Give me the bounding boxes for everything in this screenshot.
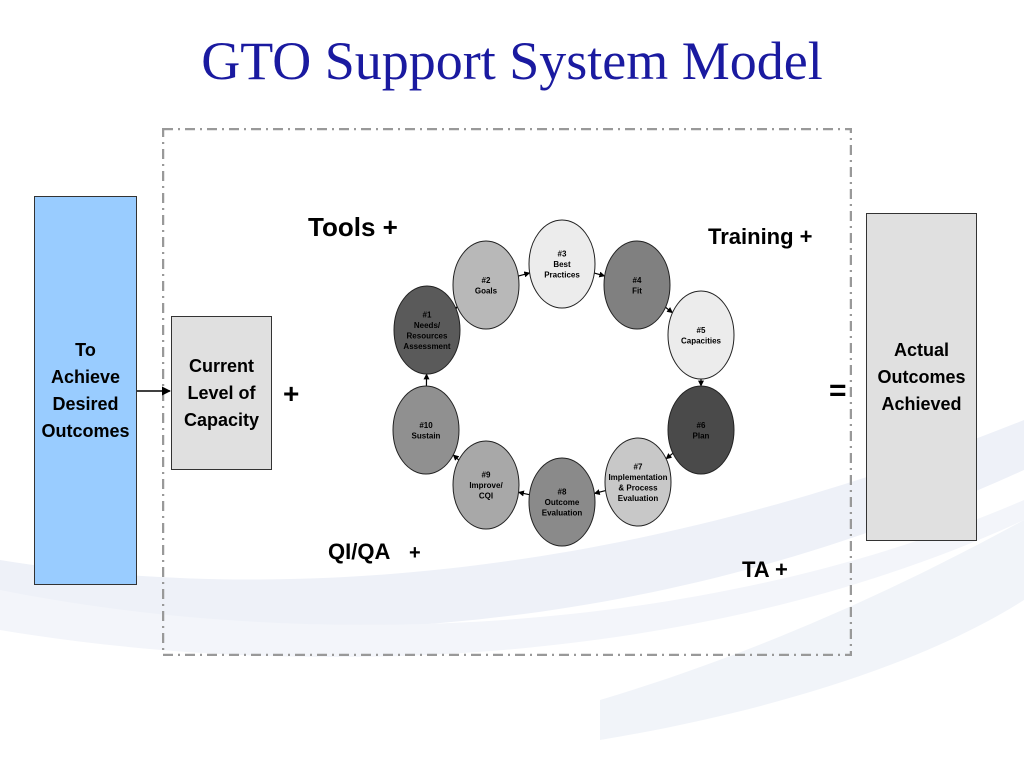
step-7-circle (604, 437, 672, 527)
cycle-arrow (594, 271, 606, 278)
step-1-circle (393, 285, 461, 375)
step-7-label: & Process (618, 483, 658, 492)
step-5-label: Capacities (681, 336, 722, 345)
step-10-label: Sustain (412, 431, 441, 440)
step-8-label: Evaluation (542, 509, 583, 518)
actual-outcomes-box: Actual Outcomes Achieved (866, 213, 977, 541)
step-4-circle (603, 240, 671, 330)
step-7-label: #7 (634, 462, 643, 471)
equals-operator: = (829, 374, 847, 407)
step-1-label: Needs/ (414, 321, 441, 330)
step-5-circle (667, 290, 735, 380)
step-8-label: Outcome (545, 498, 580, 507)
cycle-arrow (517, 490, 530, 497)
step-6-circle (667, 385, 735, 475)
cycle-arrow (518, 271, 531, 278)
step-6-label: Plan (693, 431, 710, 440)
step-9-label: #9 (482, 471, 491, 480)
step-3-label: #3 (558, 250, 567, 259)
step-7-label: Evaluation (618, 494, 659, 503)
current-capacity-box: Current Level of Capacity (171, 316, 272, 470)
step-7-label: Implementation (608, 473, 667, 482)
step-1-label: Assessment (403, 342, 450, 351)
step-4-label: #4 (633, 276, 642, 285)
tools-label: Tools + (308, 212, 398, 242)
ta-label: TA + (742, 557, 788, 582)
step-6-label: #6 (697, 421, 706, 430)
cycle-arrow (665, 452, 674, 460)
qiqa-plus-label: + (409, 542, 421, 564)
step-9-label: Improve/ (469, 481, 503, 490)
step-8-label: #8 (558, 488, 567, 497)
step-8-circle (528, 457, 596, 547)
step-3-label: Best (553, 260, 571, 269)
step-5-label: #5 (697, 326, 706, 335)
desired-outcomes-label: To Achieve Desired Outcomes (41, 339, 130, 441)
plus-operator: + (283, 378, 300, 409)
step-2-circle (452, 240, 520, 330)
step-10-label: #10 (419, 421, 433, 430)
step-9-label: CQI (479, 492, 493, 501)
page-title: GTO Support System Model (201, 31, 823, 91)
step-10-circle (392, 385, 460, 475)
training-label: Training + (708, 224, 813, 249)
cycle-arrow (593, 489, 606, 496)
step-3-label: Practices (544, 271, 580, 280)
desired-outcomes-box: To Achieve Desired Outcomes (34, 196, 137, 585)
current-capacity-label: Current Level of Capacity (183, 355, 260, 430)
cycle-arrow (665, 306, 674, 314)
step-2-label: #2 (482, 276, 491, 285)
cycle-arrow (452, 454, 460, 461)
step-4-label: Fit (632, 286, 642, 295)
step-2-label: Goals (475, 286, 498, 295)
qiqa-label: QI/QA (328, 539, 391, 564)
step-1-label: Resources (407, 331, 448, 340)
actual-outcomes-label: Actual Outcomes Achieved (877, 339, 966, 414)
step-3-circle (528, 219, 596, 309)
step-9-circle (452, 440, 520, 530)
step-1-label: #1 (423, 310, 432, 319)
